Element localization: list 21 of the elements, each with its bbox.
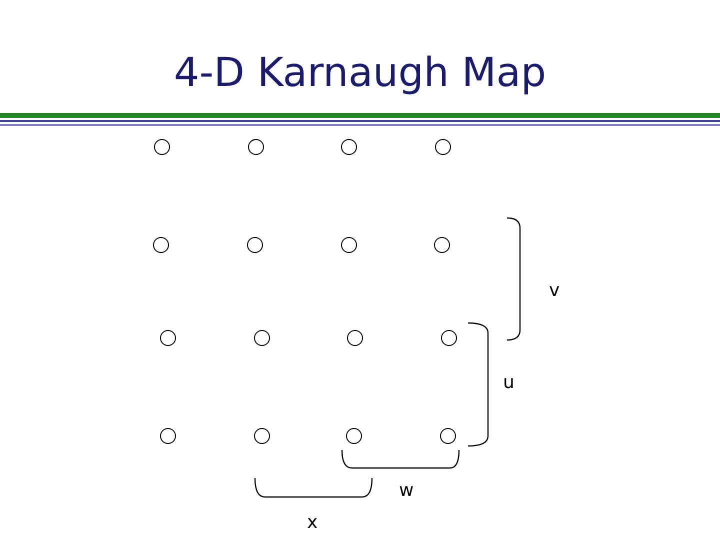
- map-cell-circle: [440, 428, 456, 444]
- variable-label: v: [549, 280, 560, 301]
- map-cell-circle: [434, 237, 450, 253]
- map-cell-circle: [160, 330, 176, 346]
- map-cell-circle: [248, 139, 264, 155]
- map-cell-circle: [435, 139, 451, 155]
- map-cell-circle: [346, 428, 362, 444]
- map-cell-circle: [341, 237, 357, 253]
- variable-label: u: [503, 372, 514, 393]
- map-cell-circle: [247, 237, 263, 253]
- map-cell-circle: [441, 330, 457, 346]
- map-cell-circle: [254, 428, 270, 444]
- map-cell-circle: [153, 237, 169, 253]
- map-cell-circle: [341, 139, 357, 155]
- slide-title: 4-D Karnaugh Map: [172, 50, 548, 96]
- map-cell-circle: [160, 428, 176, 444]
- map-cell-circle: [347, 330, 363, 346]
- map-cell-circle: [254, 330, 270, 346]
- map-cell-circle: [154, 139, 170, 155]
- variable-label: w: [399, 480, 414, 501]
- variable-label: x: [307, 512, 318, 533]
